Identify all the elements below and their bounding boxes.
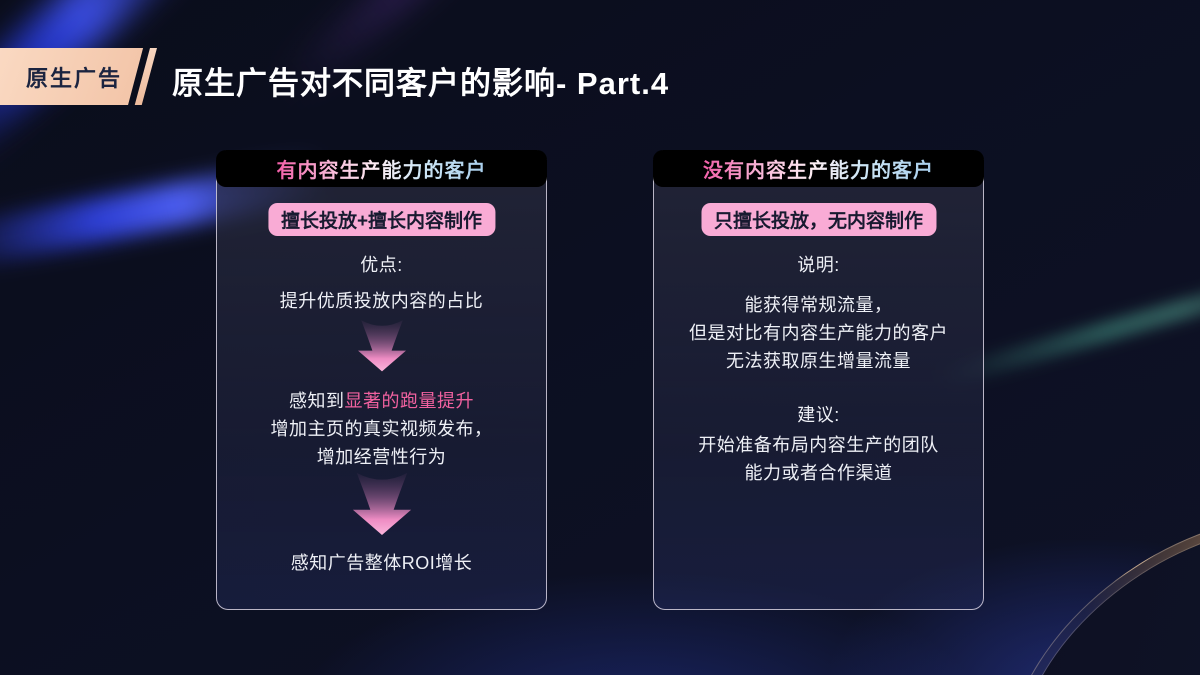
card-left-header-label: 有内容生产能力的客户 — [277, 154, 487, 183]
card-left-section-label: 优点: — [360, 255, 403, 275]
card-right-header-label: 没有内容生产能力的客户 — [703, 154, 934, 183]
slide-title: 原生广告对不同客户的影响- Part.4 — [172, 66, 670, 101]
card-right-desc-line3: 无法获取原生增量流量 — [726, 351, 911, 371]
ring-inner-face — [955, 454, 1200, 675]
card-left-result1-line2: 增加主页的真实视频发布， — [270, 419, 493, 439]
ring-purple-glow — [1048, 549, 1200, 675]
card-right-advice-line1: 开始准备布局内容生产的团队 — [698, 435, 939, 455]
corner-tag: 原生广告 — [0, 48, 144, 105]
card-left-header: 有内容生产能力的客户 — [216, 150, 547, 187]
card-right-section2-label: 建议: — [797, 405, 840, 425]
corner-tag-label: 原生广告 — [26, 65, 123, 91]
card-right-header: 没有内容生产能力的客户 — [653, 150, 984, 187]
down-arrow-icon — [352, 472, 411, 536]
card-right-badge: 只擅长投放，无内容制作 — [700, 203, 937, 236]
down-arrow-icon — [357, 320, 406, 372]
card-left-result1-line3: 增加经营性行为 — [316, 447, 447, 467]
card-right-desc-line2: 但是对比有内容生产能力的客户 — [689, 323, 948, 343]
card-right-desc-line1: 能获得常规流量， — [744, 295, 893, 315]
result1-highlight: 显著的跑量提升 — [344, 391, 474, 411]
card-right-section1-label: 说明: — [797, 255, 840, 275]
result1-prefix: 感知到 — [289, 391, 345, 411]
card-left-point: 提升优质投放内容的占比 — [279, 291, 484, 311]
card-content-incapable: 没有内容生产能力的客户 只擅长投放，无内容制作 说明: 能获得常规流量， 但是对… — [653, 150, 984, 610]
card-right-advice-line2: 能力或者合作渠道 — [744, 463, 893, 483]
card-content-capable: 有内容生产能力的客户 擅长投放+擅长内容制作 优点: 提升优质投放内容的占比 感… — [216, 150, 547, 610]
card-left-result1: 感知到显著的跑量提升 — [217, 387, 546, 413]
card-left-badge: 擅长投放+擅长内容制作 — [267, 203, 496, 236]
card-left-result2: 感知广告整体ROI增长 — [290, 553, 473, 573]
